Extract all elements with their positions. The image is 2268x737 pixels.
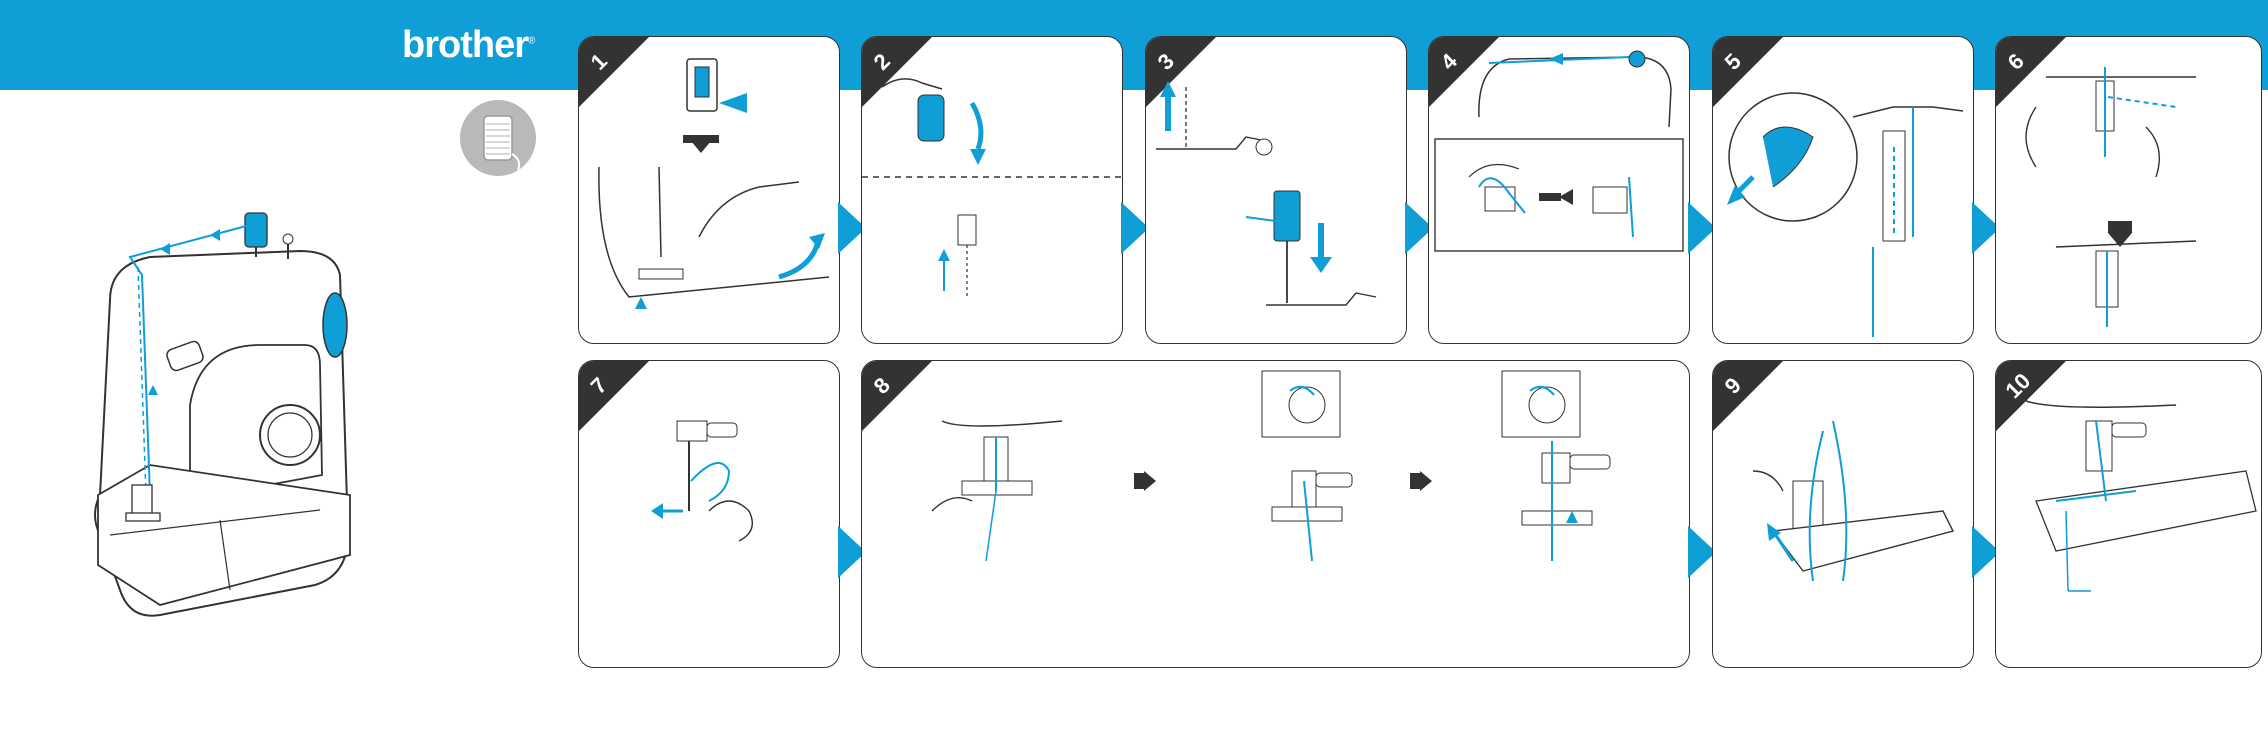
sewing-machine-threading-illustration [90, 195, 510, 625]
step-panel-10: 10 [1995, 360, 2262, 668]
step-panel-8: 8 [861, 360, 1690, 668]
step-panel-4: 4 [1428, 36, 1690, 344]
step-panel-6: 6 [1995, 36, 2262, 344]
step-panel-2: 2 [861, 36, 1123, 344]
step-panel-7: 7 [578, 360, 840, 668]
step-panel-5: 5 [1712, 36, 1974, 344]
step-panel-3: 3 [1145, 36, 1407, 344]
step-panel-9: 9 [1712, 360, 1974, 668]
thread-spool-icon [460, 100, 536, 176]
step-panel-1: 1 [578, 36, 840, 344]
brand-logo: brother® [402, 24, 534, 67]
